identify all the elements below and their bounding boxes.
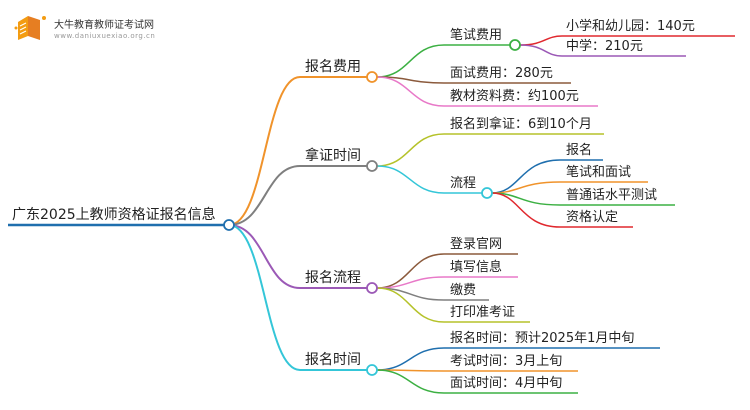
cert-process-label: 流程	[450, 176, 477, 191]
time-node[interactable]	[366, 364, 378, 376]
process-step: 资格认定	[566, 210, 619, 225]
book-logo-icon	[14, 16, 46, 40]
edge-fee-written	[376, 44, 445, 78]
written-fee-label: 笔试费用	[450, 28, 503, 43]
cert-node[interactable]	[366, 160, 378, 172]
edge-fee-materials	[376, 76, 445, 107]
edge-cert-duration	[376, 133, 445, 167]
process-step: 普通话水平测试	[566, 188, 658, 203]
middle-fee-label: 中学：210元	[566, 39, 643, 54]
cert-time-label: 拿证时间	[305, 148, 361, 164]
reg-step: 打印准考证	[450, 305, 516, 320]
cert-process-node[interactable]	[481, 187, 493, 199]
edge-cert-process	[376, 165, 445, 194]
primary-fee-label: 小学和幼儿园：140元	[566, 19, 695, 34]
reg-time-item: 面试时间：4月中旬	[450, 376, 563, 391]
edge-rt-3	[376, 369, 445, 394]
edge-root-fee	[228, 76, 301, 226]
process-step: 笔试和面试	[566, 165, 632, 180]
brand-logo: 大牛教育教师证考试网 www.daniuxuexiao.org.cn	[10, 6, 210, 48]
reg-time-item: 考试时间：3月上旬	[450, 354, 563, 369]
root-node[interactable]	[223, 219, 235, 231]
materials-fee-label: 教材资料费：约100元	[450, 89, 579, 104]
edge-root-time	[228, 224, 301, 371]
reg-step: 缴费	[450, 283, 477, 298]
edge-written-primary	[519, 35, 563, 46]
process-step: 报名	[566, 143, 593, 158]
edge-rt-1	[376, 347, 445, 371]
edge-step-4	[491, 192, 561, 228]
duration-label: 报名到拿证：6到10个月	[450, 117, 592, 132]
reg-time-item: 报名时间：预计2025年1月中旬	[450, 331, 635, 346]
interview-fee-label: 面试费用：280元	[450, 66, 553, 81]
fee-label: 报名费用	[305, 59, 361, 75]
edge-rp-4	[376, 287, 445, 323]
process-node[interactable]	[366, 282, 378, 294]
edge-step-1	[491, 159, 561, 194]
root-label: 广东2025上教师资格证报名信息	[12, 207, 216, 223]
reg-process-label: 报名流程	[305, 270, 361, 286]
brand-subtitle: www.daniuxuexiao.org.cn	[54, 32, 156, 40]
reg-time-label: 报名时间	[305, 352, 361, 368]
edge-root-process	[228, 224, 301, 289]
edge-rp-1	[376, 253, 445, 289]
fee-node[interactable]	[366, 71, 378, 83]
written-node[interactable]	[509, 39, 521, 51]
edge-root-cert	[228, 165, 301, 226]
edge-written-middle	[519, 44, 563, 57]
brand-title: 大牛教育教师证考试网	[54, 20, 154, 31]
reg-step: 填写信息	[450, 260, 503, 275]
reg-step: 登录官网	[450, 237, 503, 252]
